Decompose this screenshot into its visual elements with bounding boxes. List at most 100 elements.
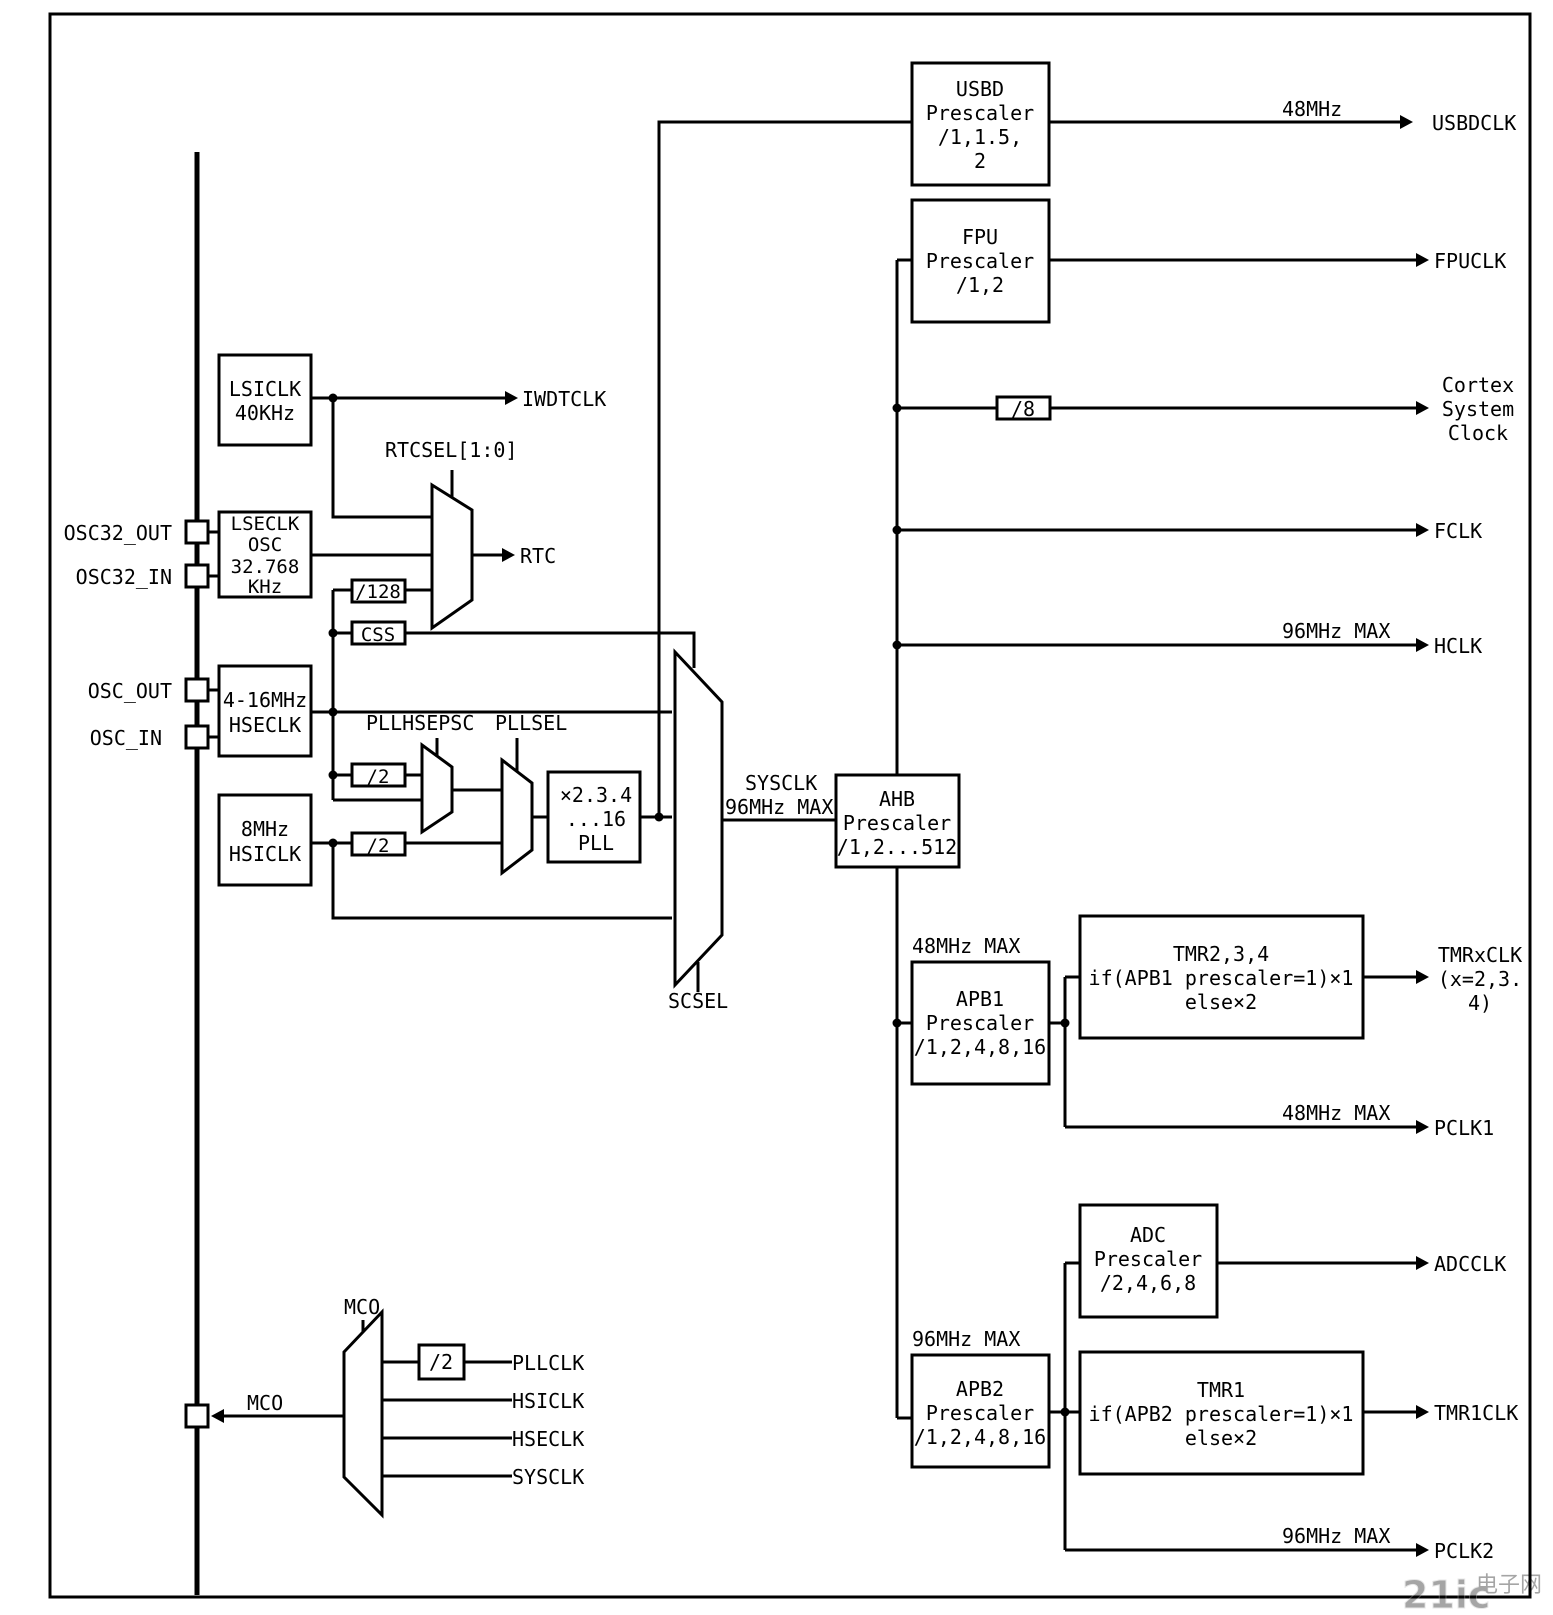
adcclk-label: ADCCLK [1434,1252,1506,1276]
mco-pin-label: MCO [247,1391,283,1415]
apb2-prescaler-block: APB2 Prescaler /1,2,4,8,16 [910,1353,1051,1469]
apb1-freq-label: 48MHz MAX [912,934,1020,958]
mco-input-hseclk: HSECLK [512,1427,584,1451]
tmrxclk-line-3: 4) [1468,991,1492,1015]
hsiclk-line-1: 8MHz [241,817,289,841]
ahb-prescaler-block: AHB Prescaler /1,2...512 [834,773,961,869]
fpu-prescaler-block: FPU Prescaler /1,2 [910,198,1051,324]
tmrxclk-arrow [1416,970,1429,984]
watermark-sub: 电子网 [1476,1573,1542,1598]
pclk2-arrow [1416,1543,1429,1557]
hclk-freq-label: 96MHz MAX [1282,619,1390,643]
cortex-div8-label: /8 [1011,397,1035,421]
apb2-line-3: /1,2,4,8,16 [914,1425,1046,1449]
adc-prescaler-block: ADC Prescaler /2,4,6,8 [1078,1203,1219,1319]
adc-line-2: Prescaler [1094,1247,1202,1271]
mco-input-hsiclk: HSICLK [512,1389,584,1413]
tmr1clk-label: TMR1CLK [1434,1401,1518,1425]
mco-div2-box [417,1343,466,1381]
watermark-logo: 21ic 电子网 [1402,1573,1543,1615]
diagram-frame [48,12,1532,1599]
rtc-label: RTC [520,544,556,568]
tmrxclk-line-1: TMRxCLK [1438,943,1522,967]
pll-block: ×2.3.4 ...16 PLL [546,770,642,864]
pll-line-2: ...16 [566,807,626,831]
hclk-label: HCLK [1434,634,1482,658]
usbdclk-arrow [1400,115,1413,129]
pin-osc32-in: OSC32_IN [76,563,219,589]
adc-line-1: ADC [1130,1223,1166,1247]
lseclk-line-3: 32.768 [231,556,300,578]
pllhsepsc-mux [420,742,454,835]
hclk-arrow [1416,638,1429,652]
usbd-freq-label: 48MHz [1282,97,1342,121]
hseclk-block: 4-16MHz HSECLK [217,664,313,758]
pclk2-label: PCLK2 [1434,1539,1494,1563]
apb1-line-2: Prescaler [926,1011,1034,1035]
usbdclk-label: USBDCLK [1432,111,1516,135]
mco-input-pllclk: PLLCLK [512,1351,584,1375]
adc-line-3: /2,4,6,8 [1100,1271,1196,1295]
usbd-line-1: USBD [956,77,1004,101]
tmr1-line-3: else×2 [1185,1426,1257,1450]
lseclk-block: LSECLK OSC 32.768 KHz [217,510,313,599]
ahb-line-3: /1,2...512 [837,835,957,859]
tmr234-block: TMR2,3,4 if(APB1 prescaler=1)×1 else×2 [1078,914,1365,1040]
tmr1-line-1: TMR1 [1197,1378,1245,1402]
watermark-brand: 21ic [1402,1573,1490,1615]
pclk2-freq-label: 96MHz MAX [1282,1524,1390,1548]
apb2-line-1: APB2 [956,1377,1004,1401]
mco-title-label: MCO [344,1295,380,1319]
fpu-line-3: /1,2 [956,273,1004,297]
hse-div2-label: /2 [367,766,390,788]
fpuclk-arrow [1416,253,1429,267]
lsiclk-line-1: LSICLK [229,377,301,401]
usbd-line-4: 2 [974,149,986,173]
lseclk-line-4: KHz [248,576,282,598]
pin-osc32-out: OSC32_OUT [64,519,219,545]
fpu-line-1: FPU [962,225,998,249]
tmr234-line-2: if(APB1 prescaler=1)×1 [1089,966,1354,990]
pin-osc-out: OSC_OUT [88,677,219,703]
pin-osc-out-label: OSC_OUT [88,679,172,703]
hseclk-line-2: HSECLK [229,713,301,737]
lsiclk-block: LSICLK 40KHz [217,353,313,447]
tmr234-line-1: TMR2,3,4 [1173,942,1269,966]
apb1-line-3: /1,2,4,8,16 [914,1035,1046,1059]
fclk-label: FCLK [1434,519,1482,543]
pin-osc32-in-label: OSC32_IN [76,565,172,589]
cortex-line-2: System [1442,397,1514,421]
pll-line-3: PLL [578,831,614,855]
pll-line-1: ×2.3.4 [560,783,632,807]
rtcsel-label: RTCSEL[1:0] [385,438,517,462]
apb2-line-2: Prescaler [926,1401,1034,1425]
hsi-div2-label: /2 [367,835,390,857]
iwdtclk-label: IWDTCLK [522,387,606,411]
mco-arrow [211,1409,224,1423]
fpu-line-2: Prescaler [926,249,1034,273]
cortex-line-1: Cortex [1442,373,1514,397]
css-label: CSS [361,624,395,646]
cortex-arrow [1416,401,1429,415]
tmrxclk-line-2: (x=2,3. [1438,967,1522,991]
pllhsepsc-label: PLLHSEPSC [366,711,474,735]
hsiclk-line-2: HSICLK [229,842,301,866]
lseclk-line-1: LSECLK [231,513,300,535]
hsiclk-block: 8MHz HSICLK [217,793,313,887]
rtc-arrow [502,548,515,562]
apb1-line-1: APB1 [956,987,1004,1011]
pllsel-label: PLLSEL [495,711,567,735]
pin-mco [184,1403,210,1429]
pllsel-mux [500,756,534,877]
sysclk-max-label: 96MHz MAX [725,795,833,819]
scsel-mux [673,648,724,989]
mco-div2-label: /2 [429,1350,453,1374]
tmr234-line-3: else×2 [1185,990,1257,1014]
lsiclk-line-2: 40KHz [235,401,295,425]
scsel-label: SCSEL [668,989,728,1013]
ahb-line-1: AHB [879,787,915,811]
tmr1-block: TMR1 if(APB2 prescaler=1)×1 else×2 [1078,1350,1365,1476]
iwdtclk-arrow [505,391,518,405]
sysclk-label: SYSCLK [745,771,817,795]
